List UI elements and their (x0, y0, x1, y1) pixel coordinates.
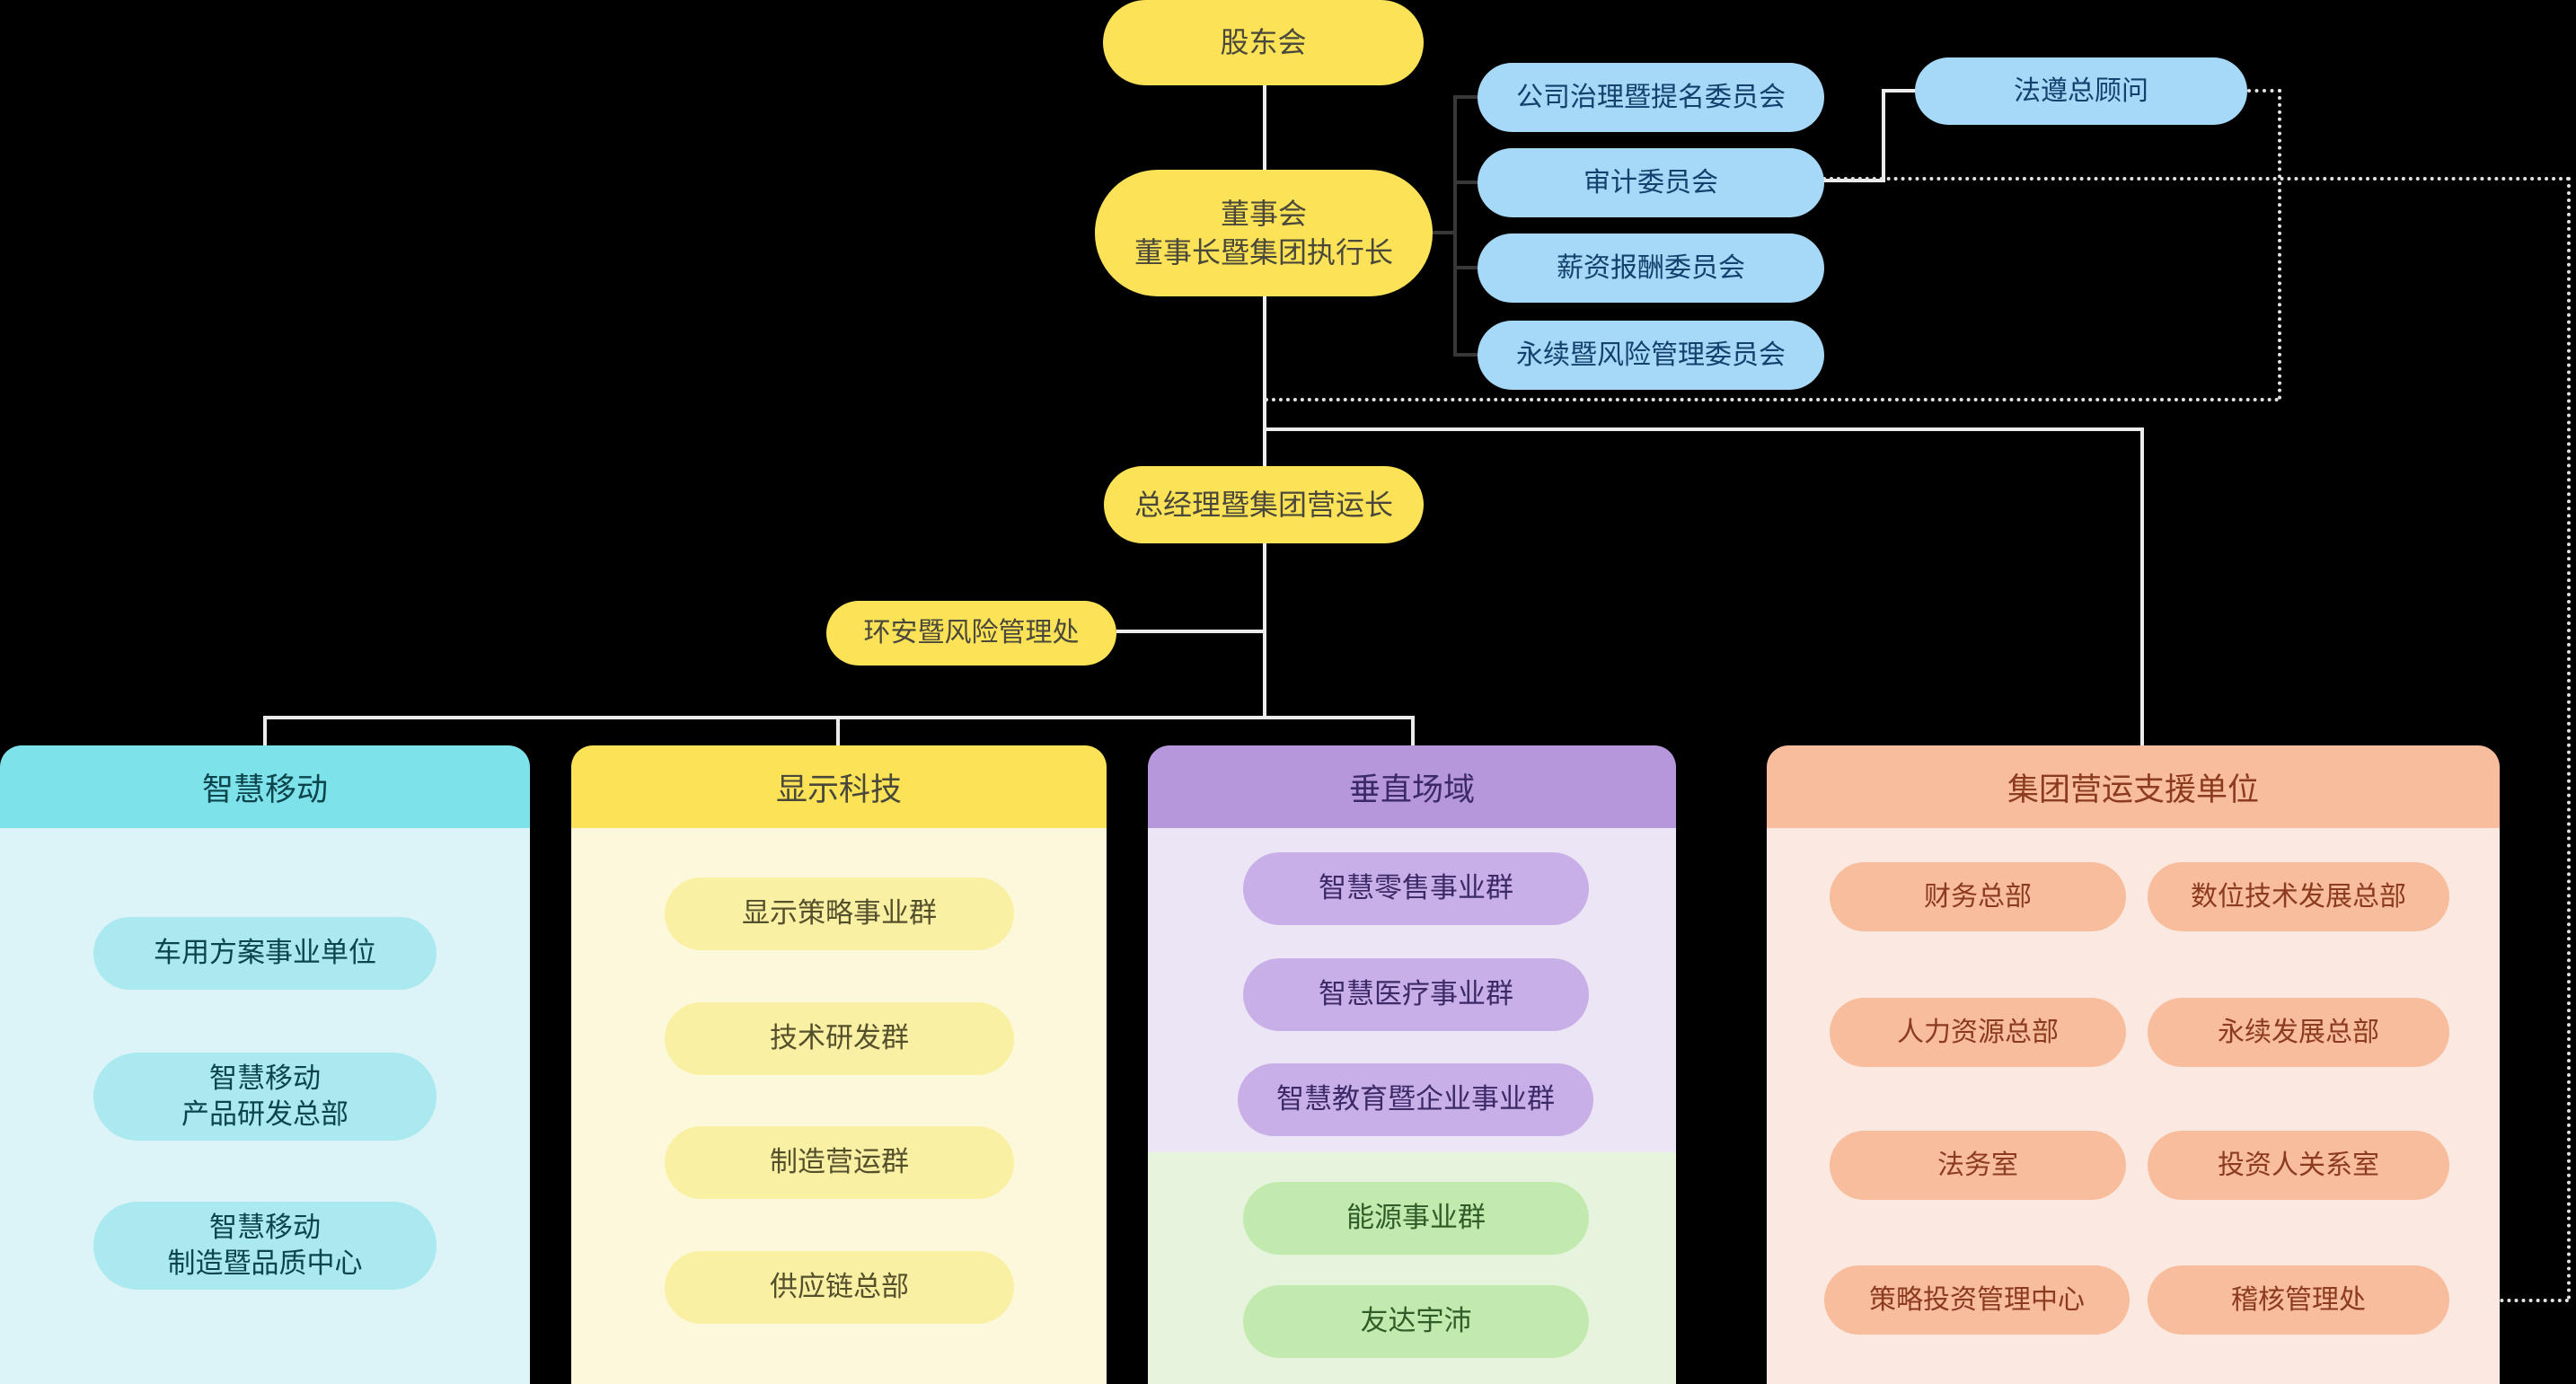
bracket-board-stub (1433, 231, 1457, 234)
connector-support-horizontal (1263, 428, 2144, 431)
node-energy-bg: 能源事业群 (1243, 1182, 1589, 1255)
node-automotive-solutions-bu: 车用方案事业单位 (93, 917, 437, 990)
connector-ehs-president (1116, 630, 1265, 633)
node-investor-relations-office: 投资人关系室 (2148, 1131, 2449, 1200)
node-auo-envirotech: 友达宇沛 (1243, 1285, 1589, 1358)
node-supply-chain-hq: 供应链总部 (665, 1251, 1014, 1324)
division-smart-mobility: 智慧移动 车用方案事业单位 智慧移动 产品研发总部 智慧移动 制造暨品质中心 (0, 745, 530, 1384)
division-group-support-header: 集团营运支援单位 (1767, 745, 2500, 828)
division-smart-mobility-header: 智慧移动 (0, 745, 530, 828)
bracket-vertical (1453, 95, 1457, 357)
node-strategic-investment-center: 策略投资管理中心 (1824, 1265, 2130, 1335)
node-ehs-risk: 环安暨风险管理处 (826, 601, 1116, 666)
node-president: 总经理暨集团营运长 (1104, 466, 1424, 543)
node-legal-office: 法务室 (1830, 1131, 2126, 1200)
dotted-compliance-vertical (2278, 89, 2281, 400)
node-digital-tech-hq: 数位技术发展总部 (2148, 862, 2449, 931)
dotted-audit-right (1822, 177, 2571, 181)
bracket-committee-1-stub (1453, 95, 1479, 99)
node-chief-compliance: 法遵总顾问 (1915, 57, 2247, 125)
division-display-tech: 显示科技 显示策略事业群 技术研发群 制造营运群 供应链总部 (571, 745, 1107, 1384)
dotted-audit-office-link (2449, 1299, 2569, 1302)
connector-audit-compliance-v (1882, 89, 1885, 182)
bracket-committee-3-stub (1453, 266, 1479, 269)
node-manufacturing-ops-group: 制造营运群 (665, 1126, 1014, 1199)
bracket-committee-2-stub (1453, 181, 1479, 184)
dotted-compliance-to-line (1265, 398, 2280, 401)
node-hr-hq: 人力资源总部 (1830, 998, 2126, 1067)
node-sm-mfg-quality-center: 智慧移动 制造暨品质中心 (93, 1202, 437, 1290)
node-committee-audit: 审计委员会 (1478, 148, 1824, 217)
division-display-tech-header: 显示科技 (571, 745, 1107, 828)
node-smart-medical-bg: 智慧医疗事业群 (1243, 958, 1589, 1031)
node-committee-sustainability-risk: 永续暨风险管理委员会 (1478, 321, 1824, 390)
connector-audit-compliance-h1 (1822, 179, 1885, 182)
node-shareholders: 股东会 (1103, 0, 1424, 85)
node-smart-retail-bg: 智慧零售事业群 (1243, 852, 1589, 925)
node-audit-management-office: 稽核管理处 (2148, 1265, 2449, 1335)
node-committee-compensation: 薪资报酬委员会 (1478, 234, 1824, 303)
connector-president-branch (1263, 543, 1266, 719)
node-finance-hq: 财务总部 (1830, 862, 2126, 931)
node-display-strategy-bg: 显示策略事业群 (665, 877, 1014, 950)
connector-col1-stub (263, 716, 267, 745)
connector-col2-stub (836, 716, 840, 745)
node-smart-education-enterprise-bg: 智慧教育暨企业事业群 (1238, 1063, 1593, 1136)
node-tech-rd-group: 技术研发群 (665, 1002, 1014, 1075)
division-vertical-fields: 垂直场域 智慧零售事业群 智慧医疗事业群 智慧教育暨企业事业群 能源事业群 友达… (1148, 745, 1676, 1384)
connector-col3-stub (1411, 716, 1415, 745)
dotted-right-edge-vertical (2567, 177, 2571, 1300)
node-board: 董事会 董事长暨集团执行长 (1095, 170, 1433, 296)
connector-support-vertical (2140, 428, 2144, 745)
division-vertical-fields-header: 垂直场域 (1148, 745, 1676, 828)
connector-audit-compliance-h2 (1882, 89, 1917, 93)
dotted-compliance-right (2247, 89, 2281, 93)
node-sm-product-rd-hq: 智慧移动 产品研发总部 (93, 1053, 437, 1141)
node-sustainability-hq: 永续发展总部 (2148, 998, 2449, 1067)
bracket-committee-4-stub (1453, 353, 1479, 357)
connector-shareholders-board (1263, 85, 1266, 172)
connector-board-president (1263, 296, 1266, 467)
division-group-support: 集团营运支援单位 财务总部 人力资源总部 法务室 策略投资管理中心 数位技术发展… (1767, 745, 2500, 1384)
node-committee-governance: 公司治理暨提名委员会 (1478, 63, 1824, 132)
